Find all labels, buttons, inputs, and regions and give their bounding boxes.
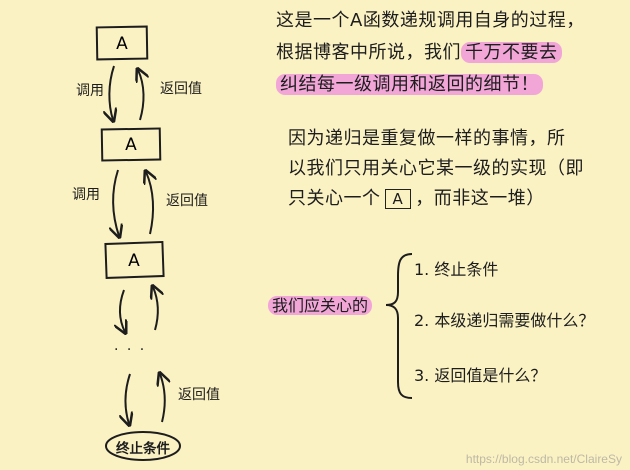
note-text: 只关心一个 [288,188,381,209]
terminal-label: 终止条件 [116,441,170,457]
call-arrow [125,373,130,424]
call-arrow [113,169,119,236]
call-label: 调用 [76,83,104,99]
box-a-label: A [125,135,137,155]
call-arrow [109,65,114,120]
note-text: 根据博客中所说，我们 [276,42,461,63]
inline-box-a: A [384,189,412,209]
ellipsis: · · · [114,342,147,358]
return-value-label: 返回值 [178,387,220,403]
box-a-level-2: A [100,127,162,162]
note-line: 根据博客中所说，我们千万不要去 [276,38,562,64]
box-a-label: A [128,251,140,271]
return-arrow [146,172,153,235]
highlighted-text: 纠结每一级调用和返回的细节！ [276,74,543,95]
note-line: 因为递归是重复做一样的事情，所 [288,128,566,149]
box-a-label: A [116,34,128,54]
return-value-label: 返回值 [166,193,208,209]
call-label: 调用 [72,187,100,203]
return-arrow [160,374,165,423]
highlighted-text: 千万不要去 [461,42,562,63]
return-arrow [138,70,144,121]
box-a-level-3: A [104,240,165,280]
note-line: 以我们只用关心它某一级的实现（即 [288,158,584,179]
return-value-label: 返回值 [160,81,202,97]
box-a-level-1: A [95,25,149,61]
highlighted-text: 我们应关心的 [268,296,373,315]
focus-item: 1. 终止条件 [414,260,499,279]
note-line: 纠结每一级调用和返回的细节！ [276,70,543,96]
watermark: https://blog.csdn.net/ClaireSy [465,452,622,466]
curly-brace [385,253,413,399]
call-arrow [120,289,125,332]
focus-item: 2. 本级递归需要做什么？ [414,311,595,330]
return-arrow [153,287,158,331]
note-line: 这是一个A函数递规调用自身的过程， [276,10,585,31]
focus-label: 我们应关心的 [268,292,373,316]
terminal-node [105,431,181,461]
focus-item: 3. 返回值是什么？ [414,366,547,385]
note-text: ，而非这一堆） [415,188,545,209]
note-paragraph-1: 这是一个A函数递规调用自身的过程， 根据博客中所说，我们千万不要去 纠结每一级调… [276,6,621,98]
